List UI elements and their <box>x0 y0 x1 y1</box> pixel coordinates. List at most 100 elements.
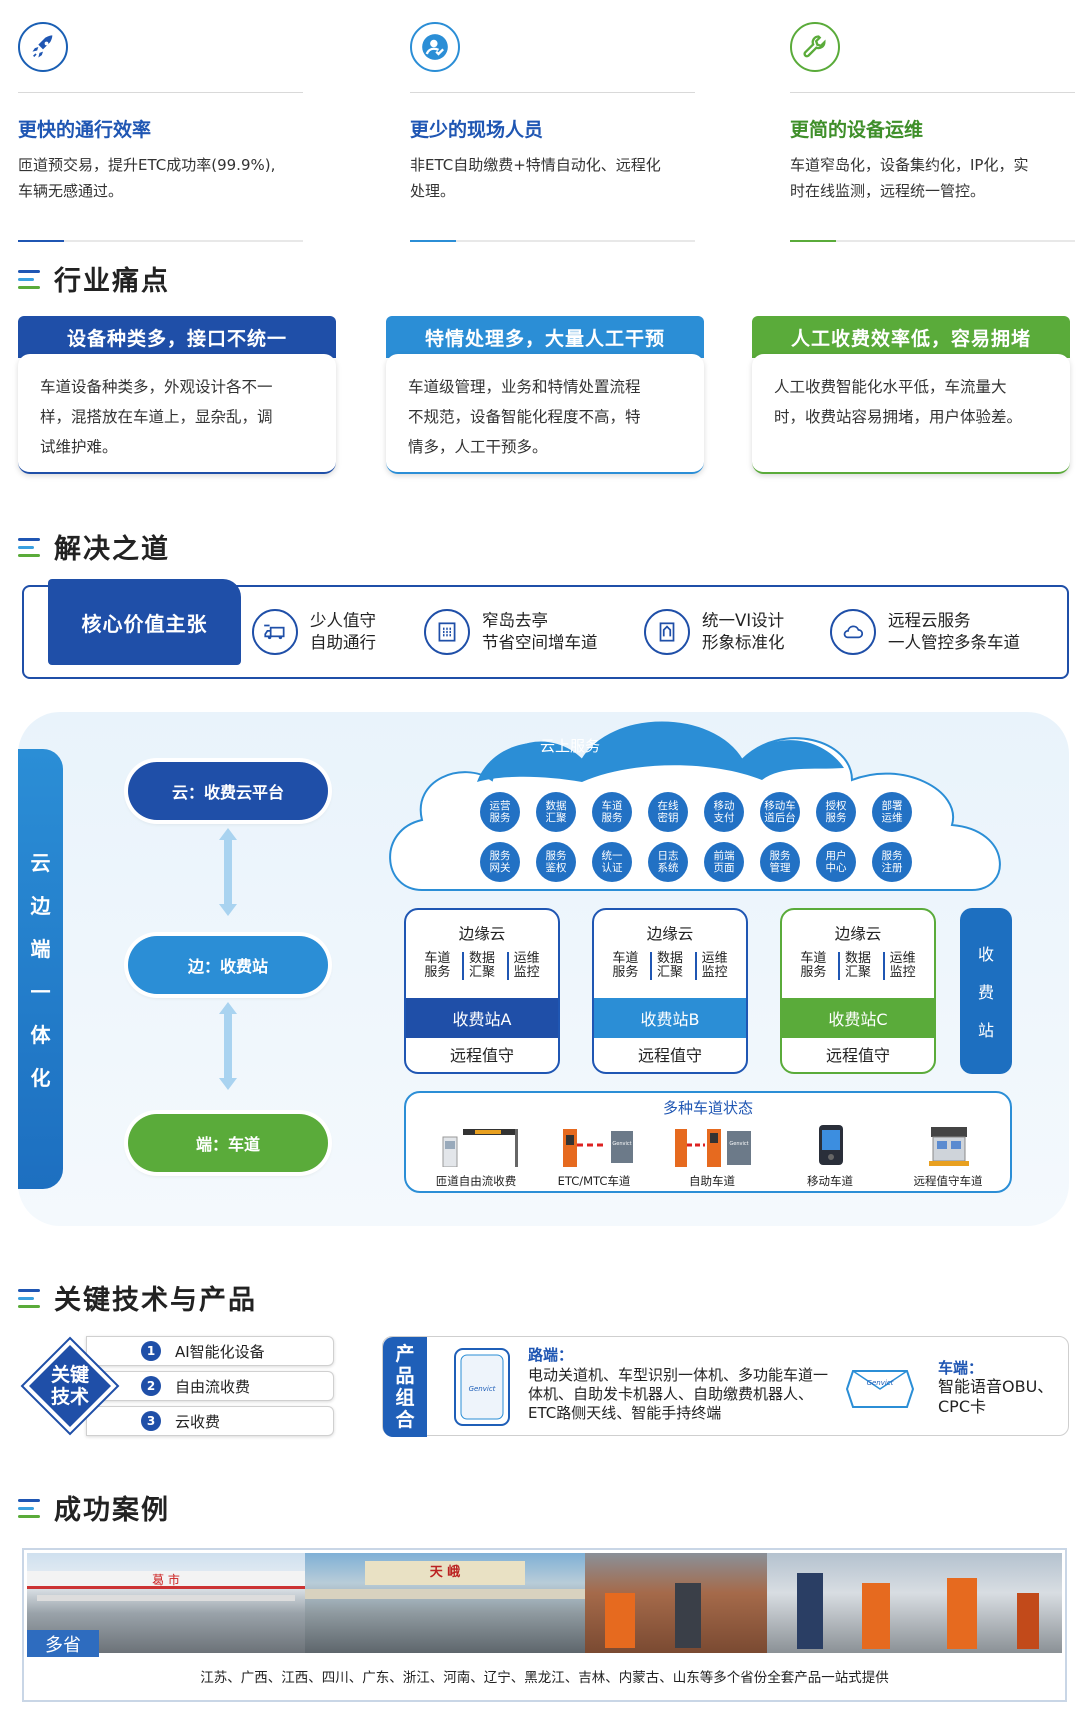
feature-title: 更少的现场人员 <box>410 119 544 141</box>
section-title-cases: 成功案例 <box>18 1488 170 1527</box>
feature-accent-bar <box>410 240 695 242</box>
lane-mobile: 移动车道 <box>780 1121 880 1189</box>
vehicle-side-label: 车端： <box>938 1359 984 1377</box>
feature-maintenance: 更简的设备运维 车道窄岛化，设备集约化，IP化，实时在线监测，远程统一管控。 <box>790 22 1080 242</box>
case-provinces: 江苏、广西、江西、四川、广东、浙江、河南、辽宁、黑龙江、吉林、内蒙古、山东等多个… <box>200 1670 889 1686</box>
cloud-icon <box>830 609 876 655</box>
pain-card-body: 车道设备种类多，外观设计各不一样，混搭放在车道上，显杂乱，调试维护难。 <box>18 354 336 474</box>
success-cases-panel: 葛 市 天 峨 多省 江苏、广西、江西、四川、广东、浙江、河南、辽宁、黑龙江、吉… <box>22 1548 1067 1702</box>
lane-self-service: Genvict 自助车道 <box>662 1121 762 1189</box>
station-b-label: 收费站B <box>594 998 746 1038</box>
pain-card-exceptions: 特情处理多，大量人工干预 车道级管理，业务和特情处置流程不规范，设备智能化程度不… <box>386 316 704 476</box>
feature-staff: 更少的现场人员 非ETC自助缴费+特情自动化、远程化处理。 <box>410 22 700 242</box>
feature-desc: 匝道预交易，提升ETC成功率(99.9%),车辆无感通过。 <box>18 156 276 200</box>
case-photo-self-service-kiosks <box>767 1553 1062 1653</box>
vehicle-side-products: 智能语音OBU、CPC卡 <box>938 1377 1054 1416</box>
svg-text:Genvict: Genvict <box>729 1141 748 1147</box>
section-title-tech: 关键技术与产品 <box>18 1278 257 1317</box>
handheld-terminal-icon <box>819 1125 843 1165</box>
edge-cloud-b: 边缘云 车道服务数据汇聚运维监控 收费站B 远程值守 <box>592 908 748 1074</box>
cloud-edge-end-label: 云边端一体化 <box>18 749 63 1189</box>
core-value-badge: 核心价值主张 <box>48 579 241 665</box>
section-title-solution: 解决之道 <box>18 527 170 566</box>
cloud-service-bubble: 服务鉴权 <box>536 842 576 882</box>
edge-cloud-c: 边缘云 车道服务数据汇聚运维监控 收费站C 远程值守 <box>780 908 936 1074</box>
divider <box>410 92 695 93</box>
cloud-service-bubble: 运营服务 <box>480 792 520 832</box>
lane-remote: 远程值守车道 <box>898 1121 998 1189</box>
double-arrow-icon <box>219 1002 237 1090</box>
lane-etc-mtc: Genvict ETC/MTC车道 <box>544 1121 644 1189</box>
cloud-service-bubble: 用户中心 <box>816 842 856 882</box>
svg-text:Genvict: Genvict <box>612 1141 631 1147</box>
core-value-item: 少人值守自助通行 <box>252 609 376 655</box>
cloud-shape <box>389 721 1001 891</box>
roadside-products: 电动关道机、车型识别一体机、多功能车道一体机、自助发卡机器人、自助缴费机器人、E… <box>528 1366 829 1422</box>
title-lines-icon <box>18 1497 44 1519</box>
feature-title: 更快的通行效率 <box>18 119 152 141</box>
cloud-service-bubble: 数据汇聚 <box>536 792 576 832</box>
booth-icon <box>424 609 470 655</box>
key-tech-badge: 关键技术 <box>20 1336 120 1436</box>
core-value-item: 窄岛去亭节省空间增车道 <box>424 609 598 655</box>
edge-cloud-a: 边缘云 车道服务数据汇聚运维监控 收费站A 远程值守 <box>404 908 560 1074</box>
pain-card-body: 车道级管理，业务和特情处置流程不规范，设备智能化程度不高，特情多，人工干预多。 <box>386 354 704 474</box>
cloud-service-bubble: 服务网关 <box>480 842 520 882</box>
cloud-service-bubble: 授权服务 <box>816 792 856 832</box>
divider <box>790 92 1075 93</box>
section-title-pain: 行业痛点 <box>18 259 170 298</box>
truck-icon <box>252 609 298 655</box>
lane-free-flow: 匝道自由流收费 <box>426 1121 526 1189</box>
svg-text:Genvict: Genvict <box>469 1385 496 1393</box>
roadside-label: 路端： <box>528 1346 574 1364</box>
pain-card-title: 人工收费效率低，容易拥堵 <box>752 316 1070 358</box>
cloud-service-bubble: 在线密钥 <box>648 792 688 832</box>
cloud-service-bubble: 统一认证 <box>592 842 632 882</box>
cloud-service-bubble: 服务管理 <box>760 842 800 882</box>
station-side-label: 收费站 <box>960 908 1012 1074</box>
obu-device-icon: Genvict <box>845 1370 915 1408</box>
etc-barrier-icon: Genvict <box>563 1129 633 1167</box>
feature-efficiency: 更快的通行效率 匝道预交易，提升ETC成功率(99.9%),车辆无感通过。 <box>18 22 308 242</box>
title-lines-icon <box>18 1287 44 1309</box>
pain-card-devices: 设备种类多，接口不统一 车道设备种类多，外观设计各不一样，混搭放在车道上，显杂乱… <box>18 316 336 476</box>
core-value-item: 远程云服务一人管控多条车道 <box>830 609 1020 655</box>
product-combo-tag: 产品组合 <box>383 1337 427 1437</box>
pain-card-title: 特情处理多，大量人工干预 <box>386 316 704 358</box>
feature-title: 更简的设备运维 <box>790 119 924 141</box>
cloud-service-bubble: 移动支付 <box>704 792 744 832</box>
core-value-bar: 核心价值主张 少人值守自助通行 窄岛去亭节省空间增车道 统一VI设计形象标准化 … <box>22 579 1069 679</box>
feature-desc: 车道窄岛化，设备集约化，IP化，实时在线监测，远程统一管控。 <box>790 156 1029 200</box>
cloud-service-bubble: 前端页面 <box>704 842 744 882</box>
pain-card-body: 人工收费智能化水平低，车流量大时，收费站容易拥堵，用户体验差。 <box>752 354 1070 474</box>
layer-cloud: 云：收费云平台 <box>128 762 328 820</box>
user-check-icon <box>410 22 460 72</box>
pain-card-manual: 人工收费效率低，容易拥堵 人工收费智能化水平低，车流量大时，收费站容易拥堵，用户… <box>752 316 1070 476</box>
design-icon <box>644 609 690 655</box>
cloud-service-bubble: 车道服务 <box>592 792 632 832</box>
rsu-device-icon: Genvict <box>454 1348 510 1426</box>
wrench-icon <box>790 22 840 72</box>
cloud-service-bubble: 日志系统 <box>648 842 688 882</box>
self-service-kiosk-icon: Genvict <box>675 1129 751 1167</box>
double-arrow-icon <box>219 828 237 916</box>
cloud-service-bubble: 移动车道后台 <box>760 792 800 832</box>
cloud-service-bubble: 部署运维 <box>872 792 912 832</box>
lane-types-title: 多种车道状态 <box>662 1099 753 1117</box>
multi-province-tag: 多省 <box>27 1630 99 1657</box>
station-c-label: 收费站C <box>782 998 934 1038</box>
product-combo-panel: 产品组合 Genvict 路端： 电动关道机、车型识别一体机、多功能车道一体机、… <box>382 1336 1069 1437</box>
core-value-item: 统一VI设计形象标准化 <box>644 609 785 655</box>
svg-text:Genvict: Genvict <box>867 1379 894 1387</box>
case-photo-toll-station: 天 峨 <box>305 1553 585 1653</box>
cloud-services-title: 云上服务 <box>540 737 601 755</box>
layer-edge: 边：收费站 <box>128 936 328 994</box>
title-lines-icon <box>18 536 44 558</box>
divider <box>18 92 303 93</box>
pain-card-title: 设备种类多，接口不统一 <box>18 316 336 358</box>
title-lines-icon <box>18 268 44 290</box>
layer-end: 端：车道 <box>128 1114 328 1172</box>
